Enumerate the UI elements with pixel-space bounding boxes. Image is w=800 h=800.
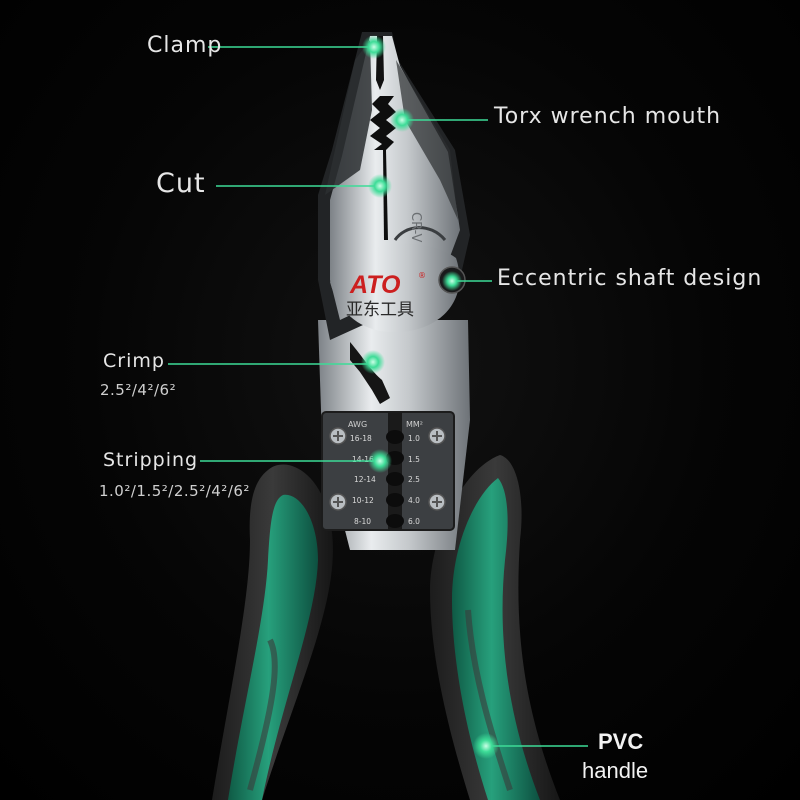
brand-logo: ATO	[349, 271, 401, 299]
screw-icon	[329, 427, 446, 511]
right-handle	[430, 455, 560, 800]
awg-value: 14-16	[352, 455, 374, 464]
steel-grade-engraving: CR-V	[408, 212, 423, 243]
callout-pvc: PVC	[598, 729, 644, 754]
awg-value: 8-10	[354, 517, 371, 526]
pliers-head	[318, 32, 470, 340]
awg-value: 16-18	[350, 434, 372, 443]
mm-value: 2.5	[408, 475, 420, 484]
callout-lines	[168, 46, 588, 747]
mm-header: MM²	[406, 420, 423, 429]
callout-stripping: Stripping	[103, 449, 199, 471]
callout-eccentric-shaft: Eccentric shaft design	[497, 266, 763, 291]
callout-stripping-sizes: 1.0²/1.5²/2.5²/4²/6²	[99, 482, 250, 500]
callout-torx-wrench-mouth: Torx wrench mouth	[494, 104, 722, 129]
callout-dots	[361, 35, 499, 759]
mm-value: 1.5	[408, 455, 420, 464]
awg-header: AWG	[348, 420, 367, 429]
mm-value: 1.0	[408, 434, 420, 443]
mm-value: 4.0	[408, 496, 420, 505]
registered-mark: ®	[418, 271, 426, 280]
callout-handle: handle	[582, 758, 649, 783]
callout-crimp-sizes: 2.5²/4²/6²	[100, 381, 177, 399]
callout-cut: Cut	[156, 168, 206, 199]
mm-value: 6.0	[408, 517, 420, 526]
callout-crimp: Crimp	[103, 350, 165, 372]
awg-value: 12-14	[354, 475, 376, 484]
brand-chinese: 亚东工具	[346, 300, 414, 320]
pliers-body: AWG MM² 16-18 14-16 12-14 10-12 8-10 1.0…	[318, 320, 470, 550]
awg-value: 10-12	[352, 496, 374, 505]
callout-clamp: Clamp	[147, 33, 223, 58]
left-handle	[212, 464, 333, 800]
